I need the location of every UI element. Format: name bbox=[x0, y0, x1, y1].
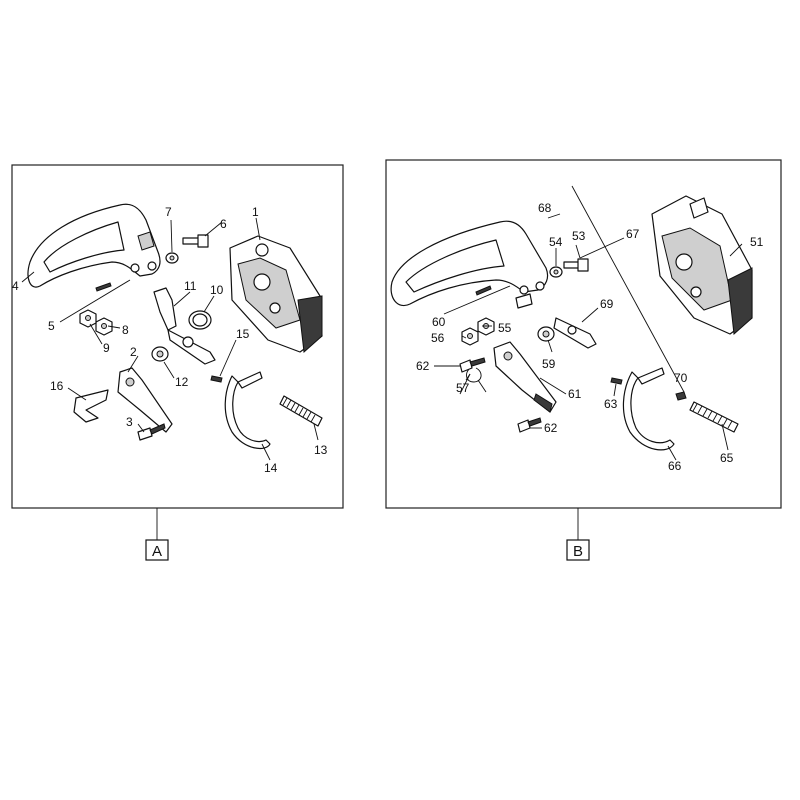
callout-label: 13 bbox=[314, 443, 328, 457]
collar-part bbox=[151, 346, 169, 362]
panel-b: B bbox=[385, 159, 782, 561]
callout-label: 66 bbox=[668, 459, 682, 473]
nut-part bbox=[461, 327, 479, 346]
panel-a-frame bbox=[11, 164, 344, 509]
panel-b-tag: B bbox=[573, 543, 583, 560]
callout-label: 10 bbox=[210, 283, 224, 297]
callout-label: 55 bbox=[498, 321, 512, 335]
bolt-part bbox=[563, 258, 589, 272]
callout-label: 7 bbox=[165, 205, 172, 219]
callout-label: 57 bbox=[456, 381, 470, 395]
callout-label: 67 bbox=[626, 227, 640, 241]
bolt-part bbox=[182, 234, 209, 248]
callout-label: 3 bbox=[126, 415, 133, 429]
spring-part bbox=[188, 310, 212, 330]
callout-label: 53 bbox=[572, 229, 586, 243]
callout-label: 63 bbox=[604, 397, 618, 411]
hook-part bbox=[73, 389, 109, 423]
callout-label: 14 bbox=[264, 461, 278, 475]
brake-band-part bbox=[622, 367, 675, 451]
nut-part bbox=[95, 317, 113, 336]
callout-label: 69 bbox=[600, 297, 614, 311]
pin-part bbox=[475, 285, 492, 296]
callout-label: 62 bbox=[416, 359, 430, 373]
nut-part bbox=[477, 317, 495, 336]
callout-label: 9 bbox=[103, 341, 110, 355]
pin-part bbox=[610, 377, 623, 385]
brake-lever-part bbox=[153, 287, 216, 365]
cover-part bbox=[651, 195, 753, 336]
panel-a-tag-box bbox=[145, 539, 169, 561]
callout-label: 15 bbox=[236, 327, 250, 341]
panel-a-tag: A bbox=[152, 543, 162, 560]
screw-part bbox=[517, 417, 542, 433]
coil-spring-part bbox=[279, 395, 323, 427]
leader-lines-a bbox=[21, 217, 319, 461]
callout-label: 60 bbox=[432, 315, 446, 329]
panel-a: A bbox=[11, 164, 344, 561]
callout-label: 11 bbox=[184, 279, 197, 293]
callout-label: 4 bbox=[12, 279, 19, 293]
callout-label: 2 bbox=[130, 345, 137, 359]
collar-part bbox=[537, 326, 555, 342]
callout-label: 1 bbox=[252, 205, 259, 219]
hand-guard-part bbox=[390, 220, 549, 309]
callout-label: 5 bbox=[48, 319, 55, 333]
brake-lever-assembly-part bbox=[117, 367, 173, 433]
callout-label: 6 bbox=[220, 217, 227, 231]
callout-label: 51 bbox=[750, 235, 764, 249]
callout-label: 70 bbox=[674, 371, 688, 385]
leader-lines-b bbox=[434, 185, 743, 461]
callout-labels-b: 51 53 54 55 56 57 59 60 61 62 62 63 65 6… bbox=[416, 201, 764, 473]
screw-part bbox=[137, 423, 166, 441]
callout-label: 8 bbox=[122, 323, 129, 337]
hand-guard-part bbox=[27, 203, 161, 288]
coil-spring-part bbox=[689, 401, 739, 433]
callout-label: 65 bbox=[720, 451, 734, 465]
callout-labels-a: 1 2 3 4 5 6 7 8 9 10 11 12 13 14 15 16 bbox=[12, 205, 328, 475]
pin-part bbox=[210, 375, 223, 383]
nut-part bbox=[79, 309, 97, 328]
brake-band-part bbox=[224, 371, 271, 450]
callout-label: 61 bbox=[568, 387, 582, 401]
washer-part bbox=[165, 252, 179, 264]
pin-part bbox=[95, 282, 112, 292]
callout-label: 12 bbox=[175, 375, 189, 389]
panel-b-frame bbox=[385, 159, 782, 509]
callout-label: 59 bbox=[542, 357, 556, 371]
screw-part bbox=[459, 357, 486, 373]
panel-b-tag-box bbox=[566, 539, 590, 561]
callout-label: 54 bbox=[549, 235, 563, 249]
link-part bbox=[553, 317, 597, 349]
brake-lever-part bbox=[493, 341, 557, 413]
callout-label: 62 bbox=[544, 421, 558, 435]
block-part bbox=[675, 391, 687, 401]
callout-label: 16 bbox=[50, 379, 64, 393]
callout-label: 68 bbox=[538, 201, 552, 215]
washer-part bbox=[549, 266, 563, 278]
callout-label: 56 bbox=[431, 331, 445, 345]
cover-part bbox=[229, 235, 323, 354]
spring-part bbox=[459, 367, 487, 395]
